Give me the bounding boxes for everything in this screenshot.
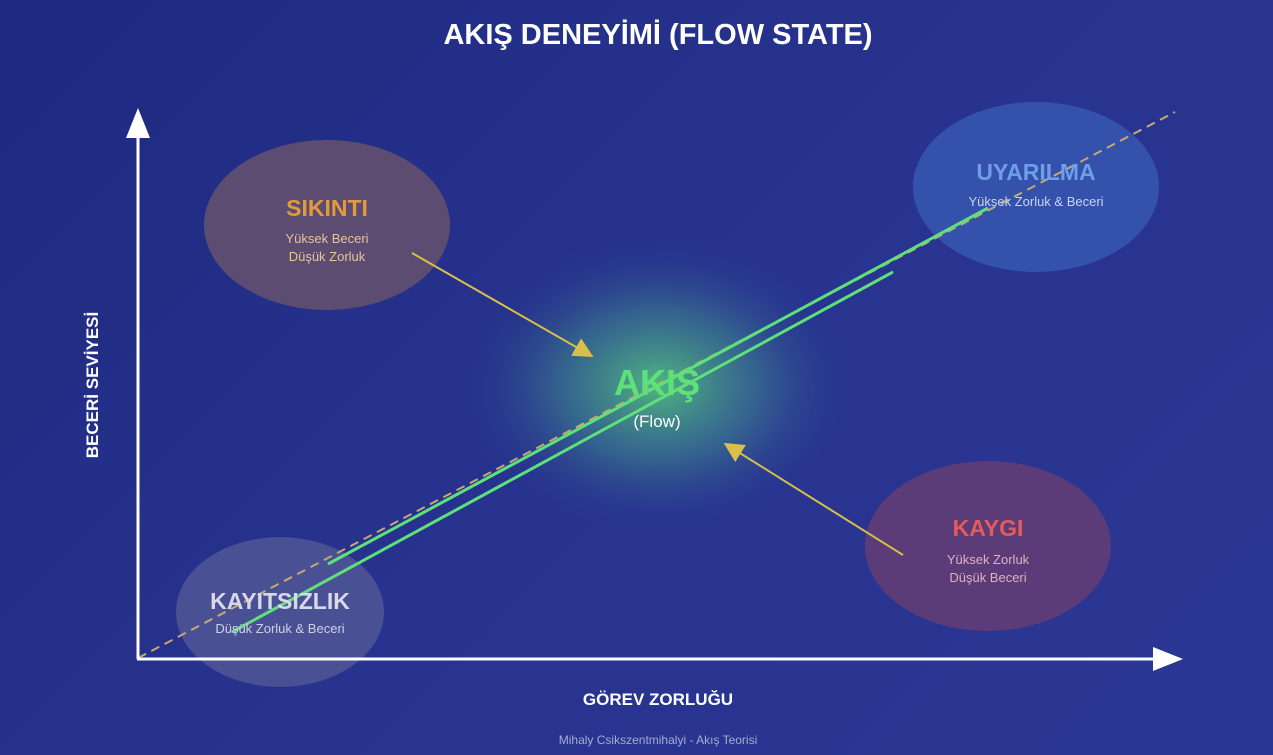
anxiety-desc-2: Düşük Beceri — [949, 570, 1027, 585]
apathy-desc: Düşük Zorluk & Beceri — [215, 621, 345, 636]
flow-channel-upper — [327, 206, 989, 566]
apathy-title: KAYITSIZLIK — [210, 588, 350, 614]
arousal-zone — [913, 102, 1159, 272]
anxiety-title: KAYGI — [952, 515, 1024, 541]
boredom-desc-2: Düşük Zorluk — [288, 249, 366, 264]
flow-subtitle: (Flow) — [633, 412, 681, 431]
arousal-title: UYARILMA — [976, 159, 1096, 185]
flow-title: AKIŞ — [613, 362, 701, 403]
y-axis-label: BECERİ SEVİYESİ — [83, 311, 102, 459]
apathy-zone — [176, 537, 384, 687]
boredom-title: SIKINTI — [286, 195, 368, 221]
page-title: AKIŞ DENEYİMİ (FLOW STATE) — [443, 19, 873, 51]
anxiety-arrow — [723, 442, 904, 556]
flow-channel-lower — [231, 270, 894, 634]
anxiety-desc-1: Yüksek Zorluk — [946, 552, 1030, 567]
footer-credit: Mihaly Csikszentmihalyi - Akış Teorisi — [558, 733, 758, 747]
boredom-arrow — [411, 252, 594, 357]
arousal-desc: Yüksek Zorluk & Beceri — [968, 194, 1104, 209]
x-axis-label: GÖREV ZORLUĞU — [582, 690, 734, 709]
boredom-zone — [204, 140, 450, 310]
boredom-desc-1: Yüksek Beceri — [285, 231, 369, 246]
anxiety-zone — [865, 461, 1111, 631]
balance-diagonal — [137, 111, 1176, 659]
